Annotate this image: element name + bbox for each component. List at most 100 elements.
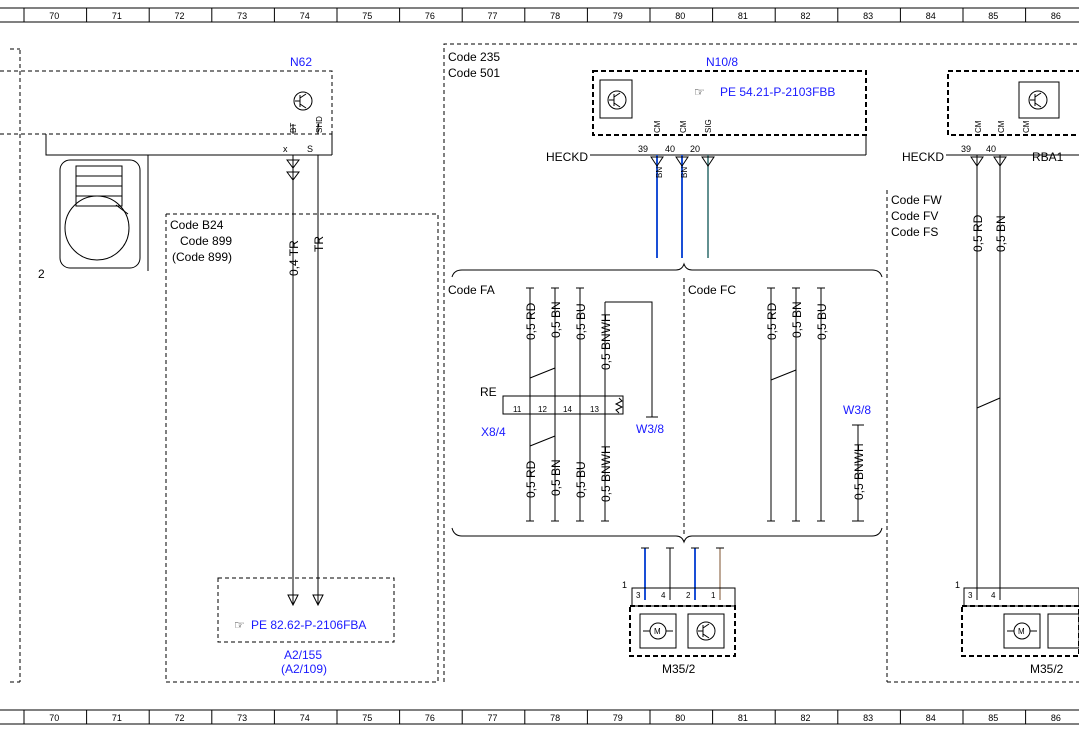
n62-label: N62 — [290, 55, 312, 69]
svg-text:2: 2 — [686, 591, 691, 600]
ruler-label: 71 — [112, 11, 122, 21]
ruler-label: 70 — [49, 11, 59, 21]
ruler-label: 81 — [738, 713, 748, 723]
ruler-label: 80 — [675, 713, 685, 723]
svg-text:0,5 BU: 0,5 BU — [574, 303, 588, 340]
ruler-label: 78 — [550, 713, 560, 723]
svg-text:CM: CM — [997, 120, 1006, 133]
svg-text:39: 39 — [961, 144, 971, 154]
ruler-label: 79 — [613, 713, 623, 723]
svg-text:M35/2: M35/2 — [1030, 662, 1064, 676]
transistor-icon — [1028, 90, 1048, 110]
svg-text:40: 40 — [986, 144, 996, 154]
svg-text:Code 235: Code 235 — [448, 50, 500, 64]
ruler-label: 84 — [926, 713, 936, 723]
right-region: HECKD RBA1 39 40 CM CM CM Code FW Code F… — [886, 70, 1079, 683]
svg-text:RE: RE — [480, 385, 497, 399]
svg-text:0,5 RD: 0,5 RD — [524, 302, 538, 340]
n62-unit: N62 BT SHD x S 2 — [0, 55, 333, 281]
ruler-label: 86 — [1051, 11, 1061, 21]
svg-text:1: 1 — [955, 580, 960, 590]
svg-text:0,5 BN: 0,5 BN — [790, 301, 804, 338]
code-235-region: Code 235 Code 501 N10/8 — [443, 43, 1079, 682]
transistor-icon — [607, 90, 627, 110]
svg-text:12: 12 — [538, 405, 547, 414]
ruler-label: 85 — [988, 713, 998, 723]
svg-text:CM: CM — [679, 120, 688, 133]
a2-ref-link[interactable]: PE 82.62-P-2106FBA — [251, 618, 366, 632]
ruler-label: 81 — [738, 11, 748, 21]
svg-text:RBA1: RBA1 — [1032, 150, 1064, 164]
svg-text:SHD: SHD — [315, 116, 324, 133]
ruler-label: 74 — [300, 713, 310, 723]
ruler-label: 72 — [175, 11, 185, 21]
ruler-label: 72 — [175, 713, 185, 723]
ruler-label: 73 — [237, 713, 247, 723]
ruler-label: 75 — [362, 713, 372, 723]
a2-alt-id: (A2/109) — [281, 662, 327, 676]
ruler-label: 82 — [801, 713, 811, 723]
svg-text:0,5 BN: 0,5 BN — [549, 459, 563, 496]
svg-text:0,4 TR: 0,4 TR — [287, 240, 301, 276]
svg-text:0,5 RD: 0,5 RD — [971, 214, 985, 252]
svg-text:M: M — [654, 627, 661, 636]
svg-text:14: 14 — [563, 405, 572, 414]
svg-text:CM: CM — [1022, 120, 1031, 133]
sensor-part-icon — [59, 159, 141, 269]
svg-text:0,5 BNWH: 0,5 BNWH — [852, 443, 866, 500]
svg-text:SIG: SIG — [704, 119, 713, 133]
x84-link[interactable]: X8/4 — [481, 425, 506, 439]
ruler-label: 82 — [801, 11, 811, 21]
w38-link-fc[interactable]: W3/8 — [843, 403, 871, 417]
svg-text:x: x — [283, 144, 288, 154]
svg-text:0,5 BN: 0,5 BN — [994, 215, 1008, 252]
a2-id: A2/155 — [284, 648, 322, 662]
svg-text:Code FV: Code FV — [891, 209, 938, 223]
fa-wires: 0,5 RD 0,5 BN 0,5 BU 0,5 BNWH 0,5 RD 0,5… — [524, 287, 658, 522]
hand-pointer-icon: ☞ — [694, 85, 705, 99]
svg-text:13: 13 — [590, 405, 599, 414]
svg-text:Code FW: Code FW — [891, 193, 942, 207]
ruler-label: 70 — [49, 713, 59, 723]
svg-text:39: 39 — [638, 144, 648, 154]
left-frame — [10, 48, 21, 683]
svg-text:BN: BN — [655, 167, 664, 178]
ruler-label: 86 — [1051, 713, 1061, 723]
transistor-icon — [696, 621, 716, 641]
w38-link-fa[interactable]: W3/8 — [636, 422, 664, 436]
bottom-ruler — [0, 709, 1079, 725]
n10-unit: ☞ PE 54.21-P-2103FBB HECKD 39 40 20 CM C… — [546, 70, 867, 164]
ruler-label: 71 — [112, 713, 122, 723]
connector-brace-bottom — [451, 527, 883, 544]
svg-text:0,5 BU: 0,5 BU — [574, 461, 588, 498]
ruler-label: 78 — [550, 11, 560, 21]
svg-text:3: 3 — [636, 591, 641, 600]
ruler-label: 83 — [863, 713, 873, 723]
ruler-label: 80 — [675, 11, 685, 21]
n10-ref-link[interactable]: PE 54.21-P-2103FBB — [720, 85, 835, 99]
transistor-icon — [293, 91, 313, 111]
b24-box: Code B24 Code 899 (Code 899) — [165, 213, 439, 683]
svg-text:HECKD: HECKD — [546, 150, 588, 164]
ruler-label: 75 — [362, 11, 372, 21]
n10-wires: BN BN — [650, 155, 715, 258]
m35-unit: 1 3 4 2 1 M M35/2 — [622, 580, 736, 676]
ruler-label: 79 — [613, 11, 623, 21]
svg-text:3: 3 — [968, 591, 973, 600]
a2-unit: ☞ PE 82.62-P-2106FBA A2/155 (A2/109) — [217, 577, 395, 676]
ruler-label: 85 — [988, 11, 998, 21]
n10-label: N10/8 — [706, 55, 738, 69]
svg-text:0,5 RD: 0,5 RD — [524, 460, 538, 498]
ruler-label: 76 — [425, 713, 435, 723]
svg-text:CM: CM — [974, 120, 983, 133]
svg-text:M: M — [1018, 627, 1025, 636]
ruler-label: 77 — [488, 713, 498, 723]
svg-text:40: 40 — [665, 144, 675, 154]
ruler-label: 77 — [488, 11, 498, 21]
svg-text:HECKD: HECKD — [902, 150, 944, 164]
top-ruler — [0, 7, 1079, 23]
svg-text:Code 501: Code 501 — [448, 66, 500, 80]
m35-id: M35/2 — [662, 662, 696, 676]
svg-text:S: S — [307, 144, 313, 154]
